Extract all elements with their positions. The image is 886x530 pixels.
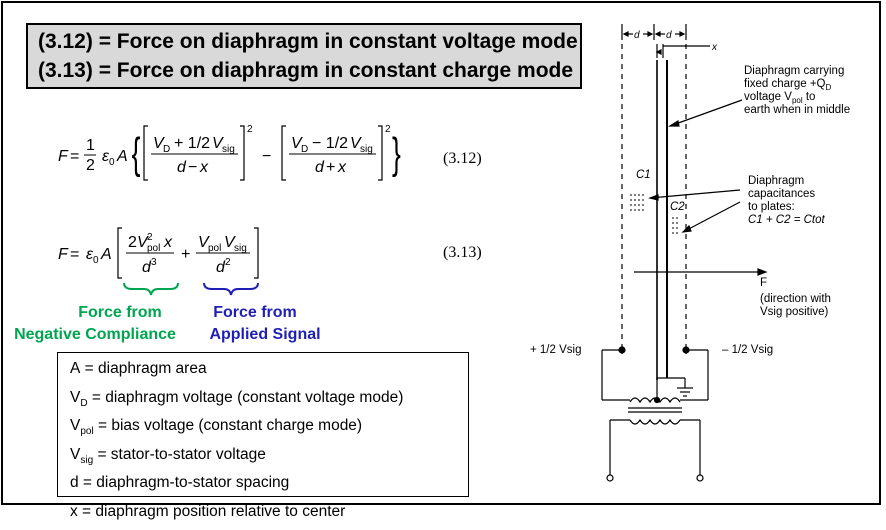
svg-text:x: x [711, 42, 718, 53]
svg-text:pol: pol [147, 243, 160, 254]
svg-text:2: 2 [225, 257, 231, 268]
svg-text:}: } [392, 128, 401, 178]
svg-text:sig: sig [222, 144, 235, 155]
electrostatic-diagram: d d x Diaphragm carrying fixed charge +Q… [530, 24, 850, 482]
definition-row: A = diaphragm area [70, 360, 207, 377]
equation-3-13-number: (3.13) [443, 244, 482, 261]
svg-text:sig: sig [360, 144, 373, 155]
svg-text:capacitances: capacitances [748, 188, 815, 200]
svg-text:x: x [199, 159, 209, 176]
svg-text:=: = [70, 148, 79, 165]
svg-text:3: 3 [151, 257, 157, 268]
svg-text:2: 2 [128, 234, 137, 251]
applied-signal-label-2: Applied Signal [209, 326, 321, 343]
svg-text:earth when in middle: earth when in middle [744, 104, 850, 116]
svg-text:V: V [137, 234, 149, 251]
svg-text:−: − [188, 159, 197, 176]
svg-text:V: V [224, 234, 236, 251]
svg-text:A: A [116, 148, 128, 165]
equation-3-13: F = ε 0 A 2 V 2 pol x d 3 + V pol V sig … [58, 227, 259, 279]
svg-text:d: d [634, 30, 640, 41]
svg-text:d: d [315, 159, 325, 176]
svg-text:fixed charge +QD: fixed charge +QD [744, 78, 832, 92]
svg-text:V: V [350, 135, 362, 152]
svg-text:voltage Vpol to: voltage Vpol to [744, 91, 815, 105]
title-box: (3.12) = Force on diaphragm in constant … [26, 23, 582, 89]
svg-text:V: V [198, 234, 210, 251]
svg-text:sig: sig [234, 243, 247, 254]
svg-text:2: 2 [147, 232, 153, 243]
svg-text:D: D [163, 144, 170, 155]
svg-text:Vsig positive): Vsig positive) [760, 306, 829, 318]
svg-text:2: 2 [385, 124, 391, 135]
slide-frame [1, 1, 881, 505]
underbraces [123, 282, 259, 296]
svg-text:2: 2 [86, 157, 95, 174]
blue-underbrace [203, 282, 259, 296]
svg-text:{: { [132, 128, 141, 178]
svg-text:C1 + C2 = Ctot: C1 + C2 = Ctot [748, 214, 826, 226]
definition-row: d = diaphragm-to-stator spacing [70, 474, 290, 492]
svg-text:C2: C2 [670, 201, 685, 213]
svg-text:ε: ε [102, 148, 110, 165]
negative-compliance-label-1: Force from [78, 304, 162, 321]
title-line-2: (3.13) = Force on diaphragm in constant … [38, 59, 574, 82]
svg-text:0: 0 [109, 157, 115, 168]
svg-text:V: V [153, 135, 165, 152]
svg-text:F: F [760, 277, 767, 289]
applied-signal-label-1: Force from [213, 304, 297, 321]
svg-text:=: = [70, 246, 79, 263]
svg-text:F: F [58, 246, 69, 263]
svg-text:d: d [666, 30, 672, 41]
svg-text:d: d [177, 159, 187, 176]
svg-text:0: 0 [93, 255, 99, 266]
svg-text:V: V [291, 135, 303, 152]
svg-text:d: d [216, 259, 226, 276]
svg-text:2: 2 [247, 124, 253, 135]
svg-text:V: V [212, 135, 224, 152]
equation-3-12-number: (3.12) [443, 150, 482, 167]
equation-3-12: F = 1 2 ε 0 A { V D + 1/2 V sig d − x 2 … [58, 124, 401, 181]
svg-text:A: A [100, 246, 112, 263]
svg-text:+: + [181, 246, 190, 263]
svg-text:−: − [262, 148, 271, 165]
svg-text:Diaphragm: Diaphragm [748, 175, 804, 187]
definition-row: x = diaphragm position relative to cente… [70, 502, 346, 520]
svg-text:+ 1/2: + 1/2 [174, 135, 210, 152]
svg-text:pol: pol [208, 243, 221, 254]
negative-compliance-label-2: Negative Compliance [14, 326, 176, 343]
svg-text:(direction with: (direction with [760, 293, 831, 305]
svg-text:+: + [326, 159, 335, 176]
green-underbrace [123, 282, 179, 296]
definitions-box: A = diaphragm area VD = diaphragm voltag… [57, 352, 469, 520]
svg-text:+ 1/2 Vsig: + 1/2 Vsig [530, 344, 581, 356]
svg-text:F: F [58, 148, 69, 165]
svg-text:d: d [142, 259, 152, 276]
svg-text:− 1/2: − 1/2 [312, 135, 348, 152]
svg-text:– 1/2 Vsig: – 1/2 Vsig [722, 344, 773, 356]
svg-text:ε: ε [86, 246, 94, 263]
svg-text:Diaphragm carrying: Diaphragm carrying [744, 65, 844, 77]
svg-text:to plates:: to plates: [748, 201, 795, 213]
svg-text:x: x [337, 159, 347, 176]
definition-row: Vpol = bias voltage (constant charge mod… [70, 417, 363, 438]
definition-row: VD = diaphragm voltage (constant voltage… [70, 388, 404, 409]
svg-text:C1: C1 [636, 169, 651, 181]
title-line-1: (3.12) = Force on diaphragm in constant … [38, 30, 578, 53]
svg-text:1: 1 [86, 137, 95, 154]
svg-text:D: D [301, 144, 308, 155]
definition-row: Vsig = stator-to-stator voltage [70, 445, 266, 466]
svg-text:x: x [163, 234, 173, 251]
